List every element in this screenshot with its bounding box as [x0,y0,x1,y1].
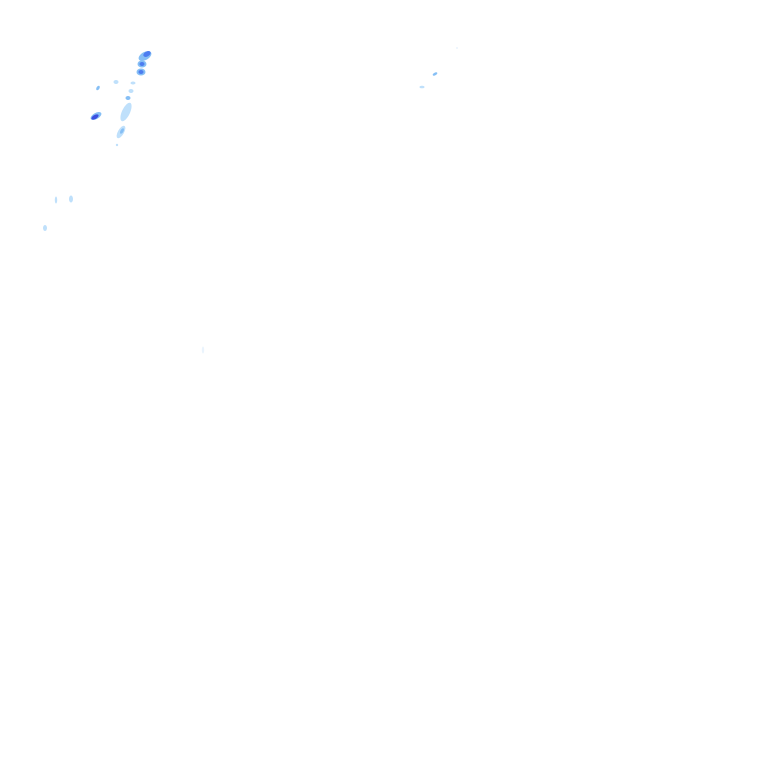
rain-cell [115,143,119,147]
rain-cell [139,62,145,66]
rain-cell [96,85,100,91]
rain-band-north-west [90,51,152,147]
rain-cell [201,346,205,354]
rain-cell [43,225,47,231]
rain-cell [113,80,119,84]
rain-cell [138,70,144,74]
rain-cell [143,51,151,57]
rain-band-north [419,47,458,89]
rain-band-west [43,195,205,354]
rain-cell [419,85,425,89]
rain-cell [91,114,99,120]
rain-cell [120,128,124,134]
rain-cell [120,102,132,122]
rain-cell [69,195,73,203]
rain-cell [125,96,131,100]
rain-cell [432,72,438,76]
rain-cell [128,89,134,93]
rain-cell [54,196,58,204]
rain-cell [456,47,458,49]
rain-cell [130,81,136,85]
